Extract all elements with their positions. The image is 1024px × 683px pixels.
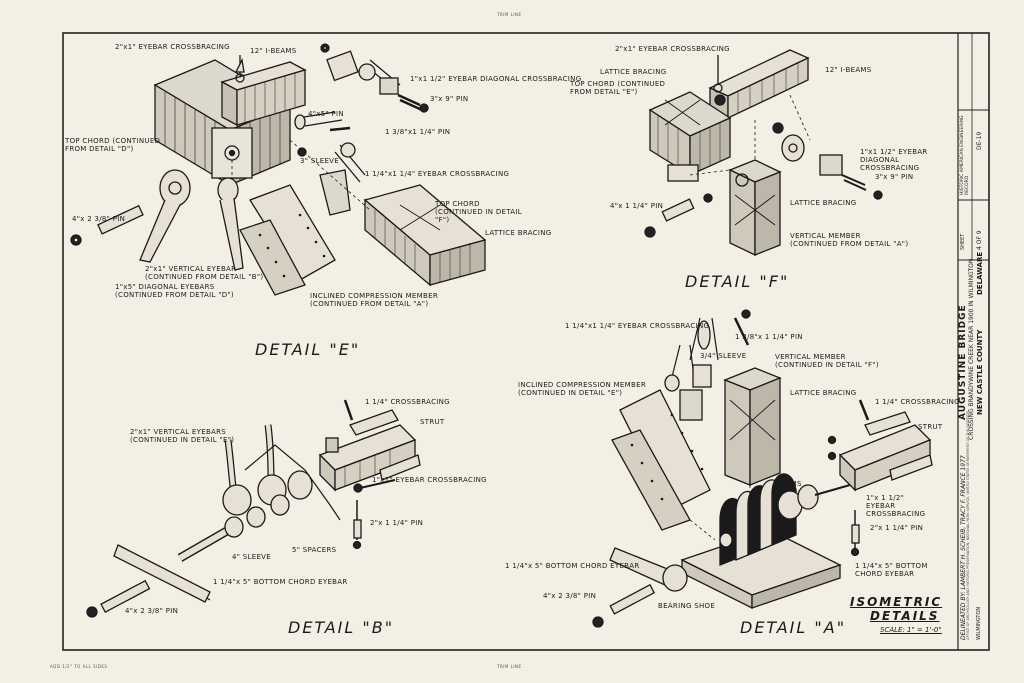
label-e-pin-1x4: 1 3/8"x1 1/4" PIN bbox=[385, 128, 451, 136]
title-crossing: CROSSING BRANDYWINE CREEK NEAR 1900 IN W… bbox=[968, 258, 975, 440]
label-e-top-chord-d: TOP CHORD (CONTINUED FROM DETAIL "D") bbox=[65, 137, 161, 153]
label-b-spacers: 5" SPACERS bbox=[292, 546, 337, 554]
label-e-lattice: LATTICE BRACING bbox=[485, 229, 552, 237]
label-e-diag-crossbracing: 1"x1 1/2" EYEBAR DIAGONAL CROSSBRACING bbox=[410, 75, 582, 83]
detail-f-drawing bbox=[644, 49, 883, 257]
label-f-eyebar-crossbracing: 2"x1" EYEBAR CROSSBRACING bbox=[615, 45, 730, 53]
label-a-eyebar-crossbracing-2: 1"x 1 1/2" EYEBAR CROSSBRACING bbox=[866, 494, 926, 518]
label-e-pin-4x5: 4"x5" PIN bbox=[308, 110, 344, 118]
label-e-diagonal-eyebars: 1"x5" DIAGONAL EYEBARS (CONTINUED FROM D… bbox=[115, 283, 234, 299]
label-a-sleeve: 3/4" SLEEVE bbox=[700, 352, 747, 360]
title-county: NEW CASTLE COUNTY bbox=[976, 329, 984, 415]
label-a-inclined-member: INCLINED COMPRESSION MEMBER (CONTINUED I… bbox=[518, 381, 646, 397]
label-a-bearing-shoe: BEARING SHOE bbox=[658, 602, 716, 610]
label-a-eyebar-crossbracing: 1 1/4"x1 1/4" EYEBAR CROSSBRACING bbox=[565, 322, 710, 330]
title-sheet-label: SHEET bbox=[960, 233, 966, 250]
label-b-crossbracing: 1 1/4" CROSSBRACING bbox=[365, 398, 450, 406]
label-f-vertical-member: VERTICAL MEMBER (CONTINUED FROM DETAIL "… bbox=[790, 232, 909, 248]
detail-f-title: DETAIL "F" bbox=[685, 272, 790, 291]
label-b-pin-4x2: 4"x 2 3/8" PIN bbox=[125, 607, 179, 615]
label-b-bottom-chord: 1 1/4"x 5" BOTTOM CHORD EYEBAR bbox=[213, 578, 348, 586]
label-a-pin-2x1: 2"x 1 1/4" PIN bbox=[870, 524, 924, 532]
label-e-pin-4x2: 4"x 2 3/8" PIN bbox=[72, 215, 126, 223]
label-f-lattice-bottom: LATTICE BRACING bbox=[790, 199, 857, 207]
label-b-strut: STRUT bbox=[420, 418, 445, 426]
label-a-lattice: LATTICE BRACING bbox=[790, 389, 857, 397]
label-b-pin-2x1: 2"x 1 1/4" PIN bbox=[370, 519, 424, 527]
sheet-border bbox=[62, 32, 990, 651]
label-e-vertical-eyebar: 2"x1" VERTICAL EYEBAR (CONTINUED FROM DE… bbox=[145, 265, 264, 281]
detail-b-drawing bbox=[86, 399, 421, 618]
label-a-bottom-chord-right: 1 1/4"x 5" BOTTOM CHORD EYEBAR bbox=[855, 562, 928, 578]
title-survey-no: DE-19 bbox=[976, 131, 983, 150]
isometric-title-line2: DETAILS bbox=[870, 609, 940, 623]
detail-b-title: DETAIL "B" bbox=[288, 618, 395, 637]
label-f-lattice-top: LATTICE BRACING bbox=[600, 68, 667, 76]
title-bridge-name: AUGUSTINE BRIDGE bbox=[958, 304, 968, 420]
label-a-bottom-chord-left: 1 1/4"x 5" BOTTOM CHORD EYEBAR bbox=[505, 562, 640, 570]
detail-e-drawing bbox=[70, 43, 487, 296]
label-a-vertical-member: VERTICAL MEMBER (CONTINUED IN DETAIL "F"… bbox=[775, 353, 879, 369]
isometric-title-line1: ISOMETRIC bbox=[850, 595, 943, 609]
label-b-eyebar-crossbracing: 1"x1" EYEBAR CROSSBRACING bbox=[372, 476, 487, 484]
title-sheet-number: 4 OF 9 bbox=[976, 230, 983, 250]
label-a-crossbracing: 1 1/4" CROSSBRACING bbox=[875, 398, 960, 406]
label-e-inclined-member: INCLINED COMPRESSION MEMBER (CONTINUED F… bbox=[310, 292, 438, 308]
label-a-pin: 1 3/8"x 1 1/4" PIN bbox=[735, 333, 803, 341]
scale-note: SCALE: 1" = 1'-0" bbox=[880, 626, 942, 634]
label-f-diag-crossbracing: 1"x1 1/2" EYEBAR DIAGONAL CROSSBRACING bbox=[860, 148, 928, 172]
title-survey: HISTORIC AMERICAN ENGINEERING RECORD bbox=[960, 115, 970, 195]
label-b-vertical-eyebars: 2"x1" VERTICAL EYEBARS (CONTINUED IN DET… bbox=[130, 428, 235, 444]
detail-a-title: DETAIL "A" bbox=[740, 618, 847, 637]
title-state: DELAWARE bbox=[976, 251, 984, 295]
label-e-eyebar-crossbracing: 2"x1" EYEBAR CROSSBRACING bbox=[115, 43, 230, 51]
label-a-pin-4x2: 4"x 2 3/8" PIN bbox=[543, 592, 597, 600]
label-f-ibeams: 12" I-BEAMS bbox=[825, 66, 872, 74]
title-city: WILMINGTON bbox=[976, 606, 982, 640]
detail-e-title: DETAIL "E" bbox=[255, 340, 361, 359]
label-e-ibeams: 12" I-BEAMS bbox=[250, 47, 297, 55]
label-e-top-chord-f: TOP CHORD (CONTINUED IN DETAIL "F") bbox=[435, 200, 522, 224]
trim-line-top: TRIM LINE bbox=[497, 12, 522, 17]
label-a-strut: STRUT bbox=[918, 423, 943, 431]
label-a-shims: SHIMS bbox=[778, 480, 802, 488]
label-f-pin-3x9: 3"x 9" PIN bbox=[875, 173, 914, 181]
trim-line-bottom: TRIM LINE bbox=[497, 664, 522, 669]
trim-note: ADD 1/2" TO ALL SIDES bbox=[50, 664, 108, 669]
label-f-top-chord: TOP CHORD (CONTINUED FROM DETAIL "E") bbox=[570, 80, 666, 96]
label-e-eyebar-crossbracing-2: 1 1/4"x1 1/4" EYEBAR CROSSBRACING bbox=[365, 170, 510, 178]
label-e-pin-3x9: 3"x 9" PIN bbox=[430, 95, 469, 103]
detail-a-drawing bbox=[592, 309, 933, 628]
label-b-sleeve: 4" SLEEVE bbox=[232, 553, 271, 561]
label-e-sleeve: 3" SLEEVE bbox=[300, 157, 339, 165]
label-f-pin-4x1: 4"x 1 1/4" PIN bbox=[610, 202, 664, 210]
